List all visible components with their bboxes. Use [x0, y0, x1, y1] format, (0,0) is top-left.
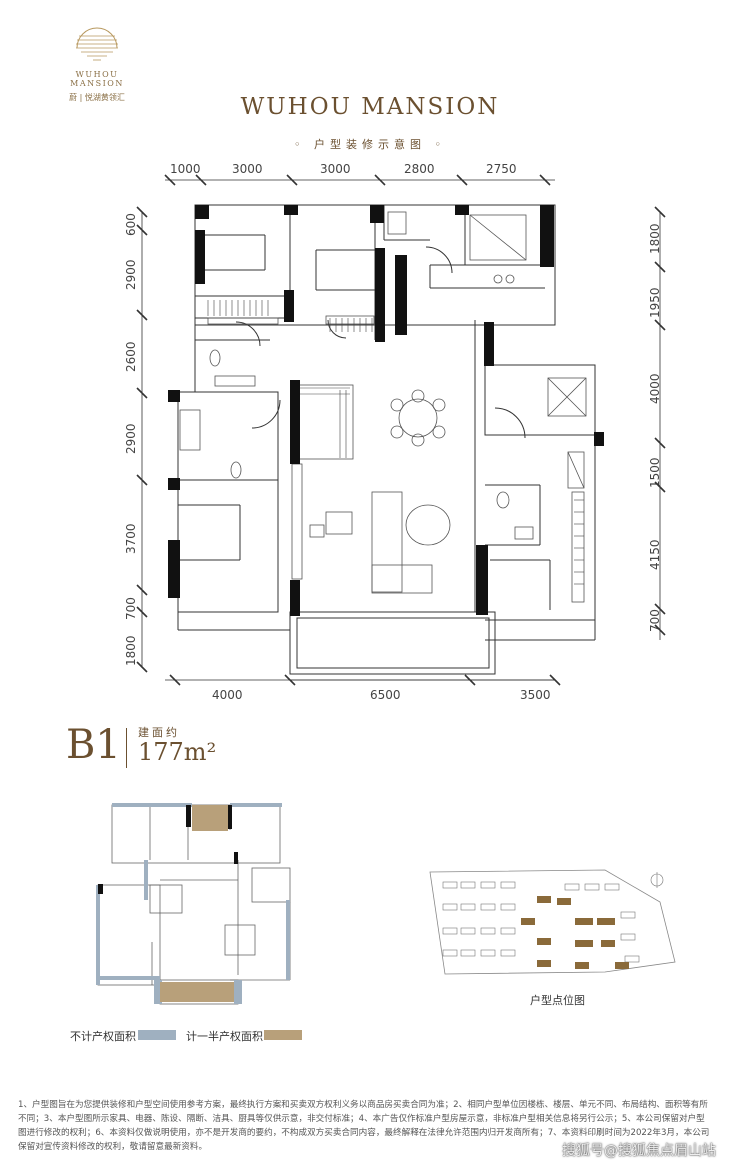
dim-top-5: 2750: [486, 162, 517, 176]
dim-top-2: 3000: [232, 162, 263, 176]
disclaimer-line: 不同；3、本户型图所示家具、电器、陈设、隔断、洁具、厨具等仅供示意，非交付标准；…: [18, 1114, 705, 1124]
half-counted-area: [160, 805, 234, 1002]
dim-top-3: 3000: [320, 162, 351, 176]
page-title: WUHOU MANSION: [240, 94, 500, 120]
watermark: 搜狐号@搜狐焦点眉山站: [562, 1143, 716, 1159]
sun-lake-logo-icon: [76, 27, 118, 61]
floor-plan: [136, 174, 666, 686]
disclaimer-line: 保留对宣传资料修改的权利，敬请留意最新资料。: [18, 1142, 208, 1152]
area-label: 建面约: [138, 726, 180, 739]
page-subtitle: ◦ 户型装修示意图 ◦: [294, 138, 446, 151]
dim-top-1: 1000: [170, 162, 201, 176]
legend-half-counted-swatch: [264, 1030, 302, 1040]
dim-bottom-2: 6500: [370, 688, 401, 702]
thin-walls: [177, 204, 596, 675]
dim-bottom-1: 4000: [212, 688, 243, 702]
dimension-lines: [136, 174, 666, 686]
wardrobe-hatching: [207, 300, 584, 585]
not-counted-area: [96, 803, 290, 1004]
unit-separator: [126, 728, 127, 768]
disclaimer-line: 1、户型图旨在为您提供装修和户型空间使用参考方案，最终执行方案和买卖双方权利义务…: [18, 1100, 708, 1110]
legend-not-counted-swatch: [138, 1030, 176, 1040]
siteplan-label: 户型点位图: [530, 994, 585, 1007]
logo-chinese: 蔚 | 悦湖黄领汇: [69, 93, 125, 102]
dim-bottom-3: 3500: [520, 688, 551, 702]
legend-not-counted-label: 不计产权面积: [70, 1030, 136, 1043]
area-value: 177m²: [138, 738, 217, 766]
dim-top-4: 2800: [404, 162, 435, 176]
area-calculation-plan: [96, 803, 291, 1005]
site-plan: [429, 869, 676, 975]
brand-logo: WUHOU MANSION 蔚 | 悦湖黄领汇: [52, 22, 142, 103]
structural-walls: [168, 205, 604, 616]
unit-code: B1: [66, 722, 121, 768]
disclaimer: 1、户型图旨在为您提供装修和户型空间使用参考方案，最终执行方案和买卖双方权利义务…: [18, 1098, 722, 1154]
logo-english: WUHOU MANSION: [70, 70, 124, 88]
disclaimer-line: 图进行修改的权利；6、本资料仅做说明使用，亦不是开发商的要约，不构成双方买卖合同…: [18, 1128, 710, 1138]
legend-half-counted-label: 计一半产权面积: [186, 1030, 263, 1043]
